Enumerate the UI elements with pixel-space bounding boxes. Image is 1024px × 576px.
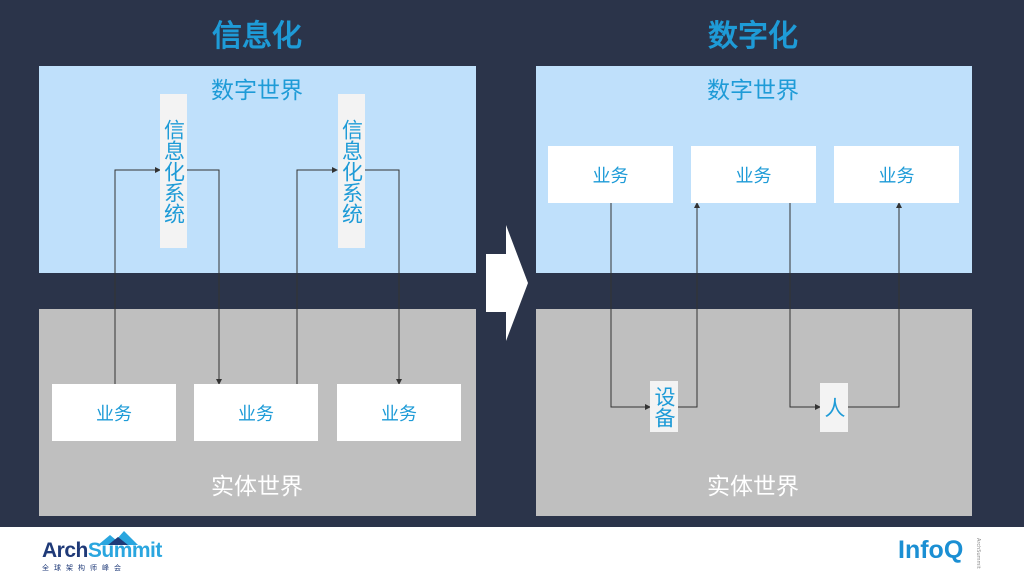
left-digital-world-title: 数字世界 <box>211 78 303 104</box>
mountain-icon <box>98 531 138 545</box>
left-info-system-2: 信息化系统 <box>338 94 365 248</box>
footer-bar <box>0 527 1024 576</box>
archsummit-wordmark-arch: Arch <box>42 539 88 562</box>
infoq-wordmark: InfoQ <box>898 536 964 564</box>
left-heading: 信息化 <box>212 19 302 54</box>
right-physical-world-title: 实体世界 <box>707 474 799 500</box>
left-business-box-3: 业务 <box>337 384 461 441</box>
archsummit-subtitle: 全球架构师峰会 <box>42 564 126 572</box>
transition-arrow-icon <box>486 225 528 341</box>
left-business-box-1: 业务 <box>52 384 176 441</box>
infoq-logo: InfoQ ArchSummit <box>898 534 988 570</box>
right-business-box-3: 业务 <box>834 146 959 203</box>
right-business-box-2: 业务 <box>691 146 816 203</box>
right-device-box: 设备 <box>650 381 678 432</box>
right-business-box-1: 业务 <box>548 146 673 203</box>
archsummit-wordmark: ArchSummit <box>42 539 162 563</box>
left-info-system-1: 信息化系统 <box>160 94 187 248</box>
archsummit-wordmark-summit: Summit <box>87 539 163 562</box>
right-heading: 数字化 <box>708 19 798 54</box>
left-digital-world-panel <box>39 66 476 273</box>
archsummit-logo: ArchSummit 全球架构师峰会 <box>42 530 162 572</box>
right-digital-world-title: 数字世界 <box>707 78 799 104</box>
left-physical-world-title: 实体世界 <box>211 474 303 500</box>
right-person-box: 人 <box>820 383 848 432</box>
left-business-box-2: 业务 <box>194 384 318 441</box>
infoq-logo-tag: ArchSummit <box>975 538 981 569</box>
